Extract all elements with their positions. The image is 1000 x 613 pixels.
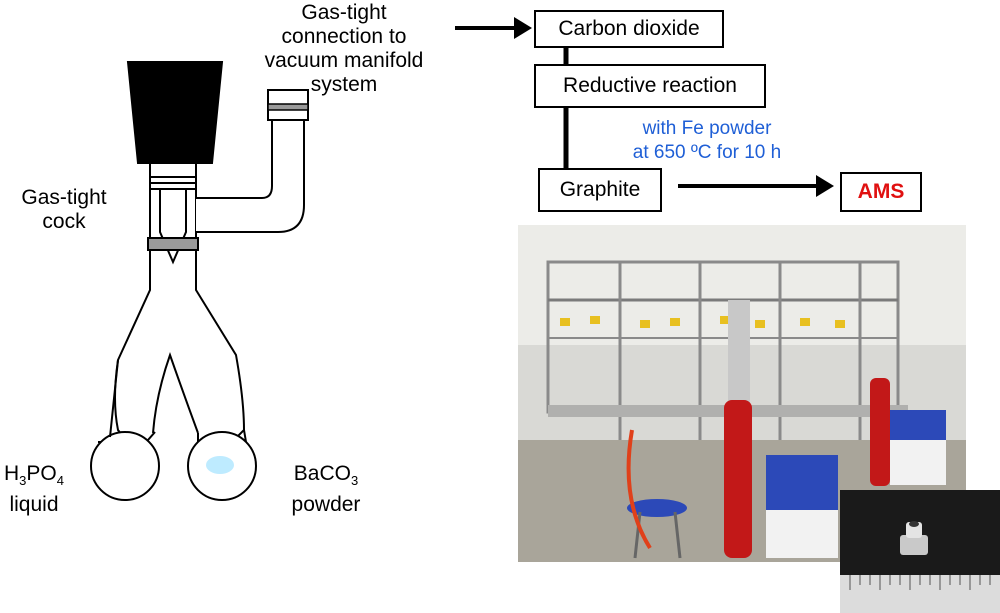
right-flask-state: powder	[291, 493, 361, 517]
reaction-condition-line1: with Fe powder	[642, 118, 772, 139]
baco3-formula: BaCO3	[293, 462, 359, 489]
graphite-box: Graphite	[538, 168, 662, 212]
connection-label: Gas-tight connection to vacuum manifold …	[264, 1, 424, 96]
h3po4-formula: H3PO4	[4, 462, 64, 489]
ams-box: AMS	[840, 172, 922, 212]
y-body	[98, 250, 246, 443]
left-flask	[90, 431, 160, 501]
carbon-dioxide-box: Carbon dioxide	[534, 10, 724, 48]
left-flask-state: liquid	[9, 493, 59, 517]
graphite-target-photo	[840, 490, 1000, 613]
left-flask-label: H3PO4 liquid	[0, 462, 74, 517]
cock-band	[147, 237, 199, 251]
cock-label: Gas-tight cock	[21, 186, 107, 233]
reductive-reaction-box: Reductive reaction	[534, 64, 766, 108]
stopper	[126, 61, 224, 164]
lab-photo	[518, 225, 966, 562]
arrow-to-co2	[514, 17, 532, 39]
vessel-neck	[149, 162, 197, 239]
powder-glow	[206, 456, 234, 474]
right-flask-label: BaCO3 powder	[280, 462, 372, 517]
reaction-condition-line2: at 650 ºC for 10 h	[632, 142, 782, 163]
arrow-to-ams	[816, 175, 834, 197]
cock-stem	[159, 190, 187, 265]
